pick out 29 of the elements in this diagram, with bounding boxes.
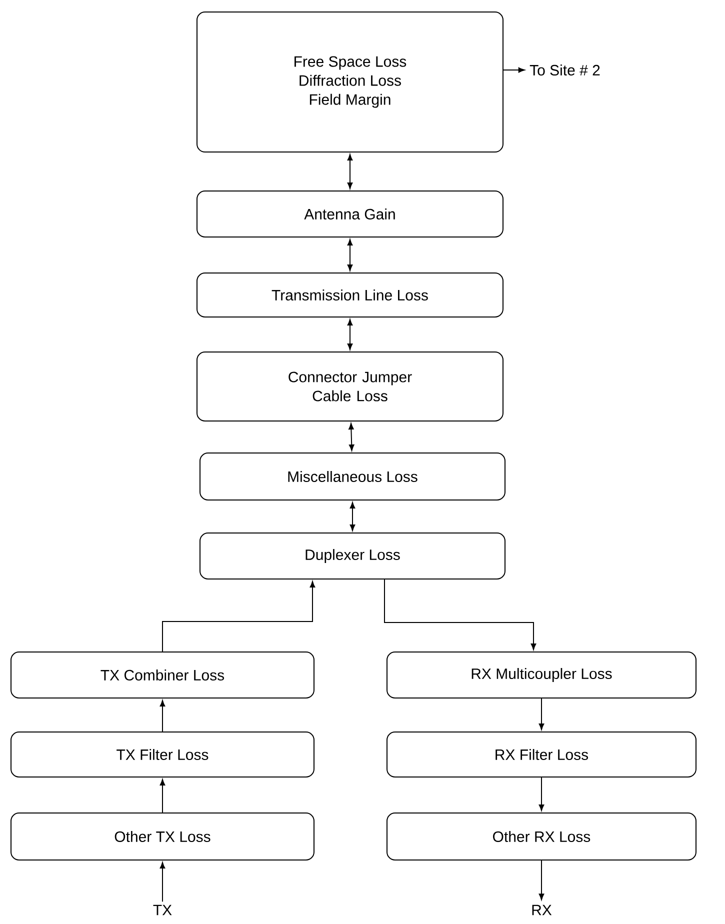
process-box: RX Multicoupler Loss [386,652,696,698]
arrow [503,67,525,73]
process-box: TX Combiner Loss [10,652,314,698]
arrow [347,319,353,350]
process-box: Transmission Line Loss [196,272,504,318]
arrow [160,779,166,813]
process-box: Other RX Loss [386,812,696,860]
terminal-label: To Site # 2 [530,64,600,76]
arrow [538,698,544,730]
arrow [348,423,354,451]
arrow [538,777,544,811]
arrow [350,502,356,531]
arrow [162,581,316,652]
process-box: Duplexer Loss [200,532,506,580]
arrow [384,579,536,650]
process-box: Free Space Loss Diffraction Loss Field Margin [196,12,504,152]
terminal-label: TX [153,904,172,916]
process-box: Other TX Loss [10,812,314,860]
arrow [347,154,353,189]
arrow [160,862,166,902]
arrow [347,239,353,271]
arrow [160,700,166,732]
process-box: RX Filter Loss [386,732,696,778]
arrow [538,860,544,900]
terminal-label: RX [532,904,552,916]
process-box: Antenna Gain [196,190,504,238]
process-box: Connector Jumper Cable Loss [196,352,504,422]
process-box: TX Filter Loss [10,732,314,778]
process-box: Miscellaneous Loss [200,452,506,500]
